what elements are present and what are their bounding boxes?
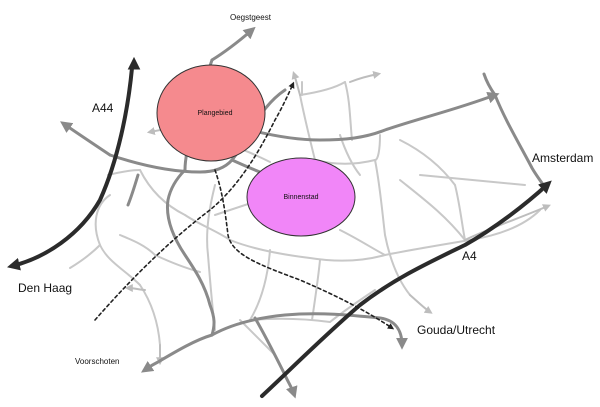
highway-a4 (260, 180, 552, 398)
binnenstad-ellipse (246, 157, 356, 237)
label-amsterdam: Amsterdam (532, 151, 593, 165)
binnenstad-area: Binnenstad (246, 157, 356, 237)
dashed-routes (94, 81, 395, 330)
plangebied-label: Plangebied (197, 110, 232, 117)
highway-a44 (7, 66, 134, 271)
label-a4: A4 (462, 249, 477, 263)
dashed-route-north (94, 81, 295, 321)
label-den-haag: Den Haag (18, 281, 72, 295)
label-oegstgeest: Oegstgeest (230, 13, 272, 22)
binnenstad-label: Binnenstad (283, 194, 318, 201)
label-gouda-utrecht: Gouda/Utrecht (417, 323, 496, 337)
dashed-route-east (214, 169, 395, 330)
label-voorschoten: Voorschoten (75, 357, 119, 366)
plangebied-area: Plangebied (156, 64, 266, 162)
highways (7, 56, 552, 398)
plangebied-ellipse (156, 64, 266, 162)
label-a44: A44 (92, 101, 114, 115)
